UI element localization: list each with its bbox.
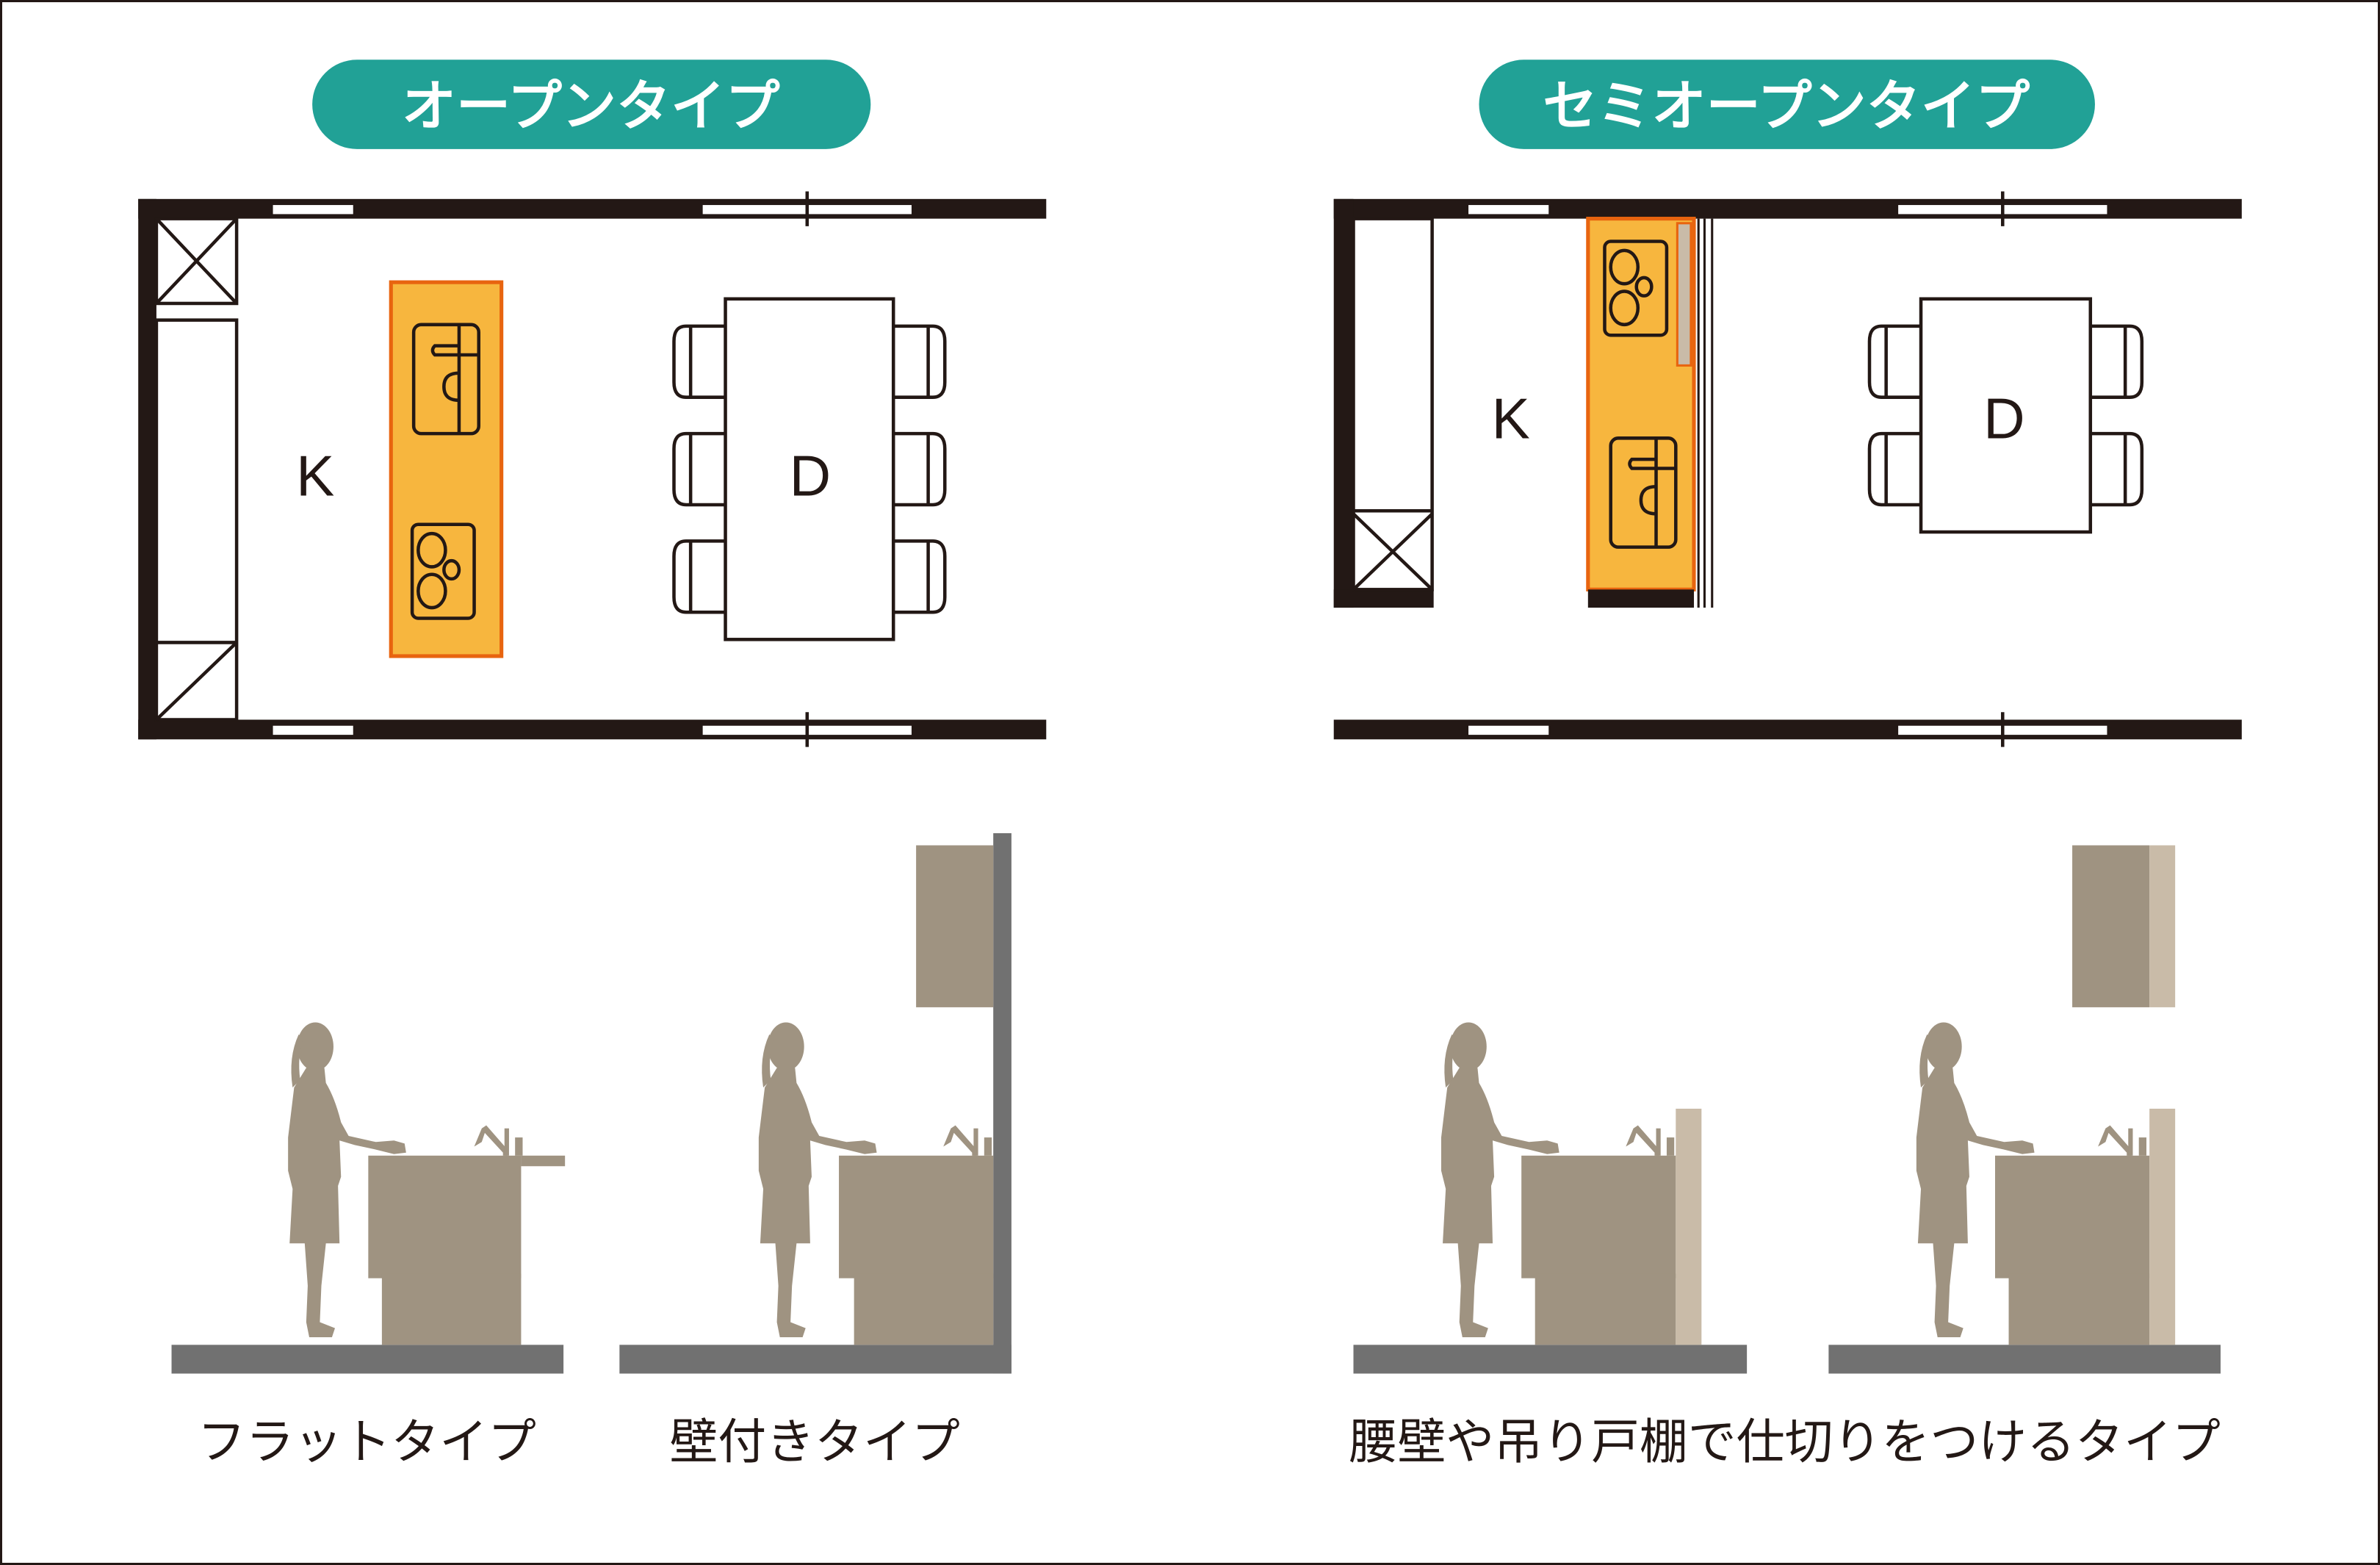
elevation-hanging-cabinet — [1828, 845, 2221, 1374]
chair-icon — [674, 541, 725, 612]
counter-base — [1587, 589, 1695, 608]
floor — [1353, 1345, 1748, 1374]
dining-label: D — [790, 444, 832, 508]
title-open-text: オープンタイプ — [402, 75, 780, 138]
faucet-icon — [474, 1125, 523, 1156]
wall-cabinets — [1352, 217, 1434, 591]
faucet-icon — [943, 1125, 992, 1156]
partition-wall-lines — [1697, 218, 1714, 608]
chair-icon — [674, 433, 725, 505]
caption-flat: フラットタイプ — [198, 1414, 536, 1470]
chair-icon — [1869, 433, 1921, 505]
wall-left — [138, 198, 156, 740]
floor-plan-open: K D — [138, 191, 1047, 747]
chair-icon — [2091, 326, 2142, 397]
elevation-wall: 壁付きタイプ — [619, 833, 1012, 1470]
title-semi-open-type: セミオープンタイプ — [1479, 60, 2095, 149]
title-pill-semi-open — [1479, 60, 2095, 149]
floor — [171, 1345, 564, 1374]
chair-icon — [1869, 326, 1921, 397]
window — [1468, 205, 1549, 215]
counter-cabinet — [839, 1155, 994, 1278]
chair-icon — [674, 326, 725, 397]
kitchen-label: K — [296, 444, 334, 508]
wall-left — [1333, 198, 1354, 608]
counter-cabinet — [1994, 1155, 2150, 1278]
chair-icon — [893, 433, 945, 505]
elevation-low-wall — [1353, 1022, 1748, 1374]
title-open-type: オープンタイプ — [312, 60, 871, 149]
upper-cabinet — [916, 845, 994, 1007]
title-pill-open — [312, 60, 871, 149]
hanging-cabinet — [2072, 845, 2150, 1007]
chair-icon — [893, 541, 945, 612]
backsplash-partition — [1676, 222, 1692, 367]
caption-wall: 壁付きタイプ — [669, 1414, 959, 1470]
title-semi-open-text: セミオープンタイプ — [1543, 75, 2030, 138]
kitchen-label: K — [1492, 386, 1530, 450]
floor — [619, 1345, 1012, 1374]
floor — [1828, 1345, 2221, 1374]
island-counter — [389, 280, 504, 658]
low-partition-wall — [2149, 1108, 2176, 1345]
faucet-icon — [2098, 1125, 2147, 1156]
counter-cabinet — [368, 1155, 522, 1278]
faucet-icon — [1626, 1125, 1675, 1156]
counter-overhang — [521, 1155, 566, 1167]
dining-set — [674, 297, 945, 641]
hanging-cabinet-side — [2149, 845, 2176, 1007]
window — [273, 205, 353, 215]
dining-label: D — [1983, 386, 2025, 450]
low-partition-wall — [1676, 1108, 1702, 1345]
elevation-flat: フラットタイプ — [171, 1022, 566, 1470]
chair-icon — [893, 326, 945, 397]
floor-plan-semi-open: K D — [1333, 191, 2242, 747]
dining-set — [1869, 297, 2142, 534]
counter-cabinet — [1521, 1155, 1676, 1278]
dining-table — [1919, 297, 2093, 534]
wall — [993, 833, 1012, 1374]
wall-cabinets — [154, 217, 239, 722]
caption-partition: 腰壁や吊り戸棚で仕切りをつけるタイプ — [1349, 1414, 2220, 1470]
window — [273, 725, 353, 735]
window — [1468, 725, 1549, 735]
wall-stub — [1333, 589, 1434, 608]
dining-table — [724, 297, 895, 641]
chair-icon — [2091, 433, 2142, 505]
